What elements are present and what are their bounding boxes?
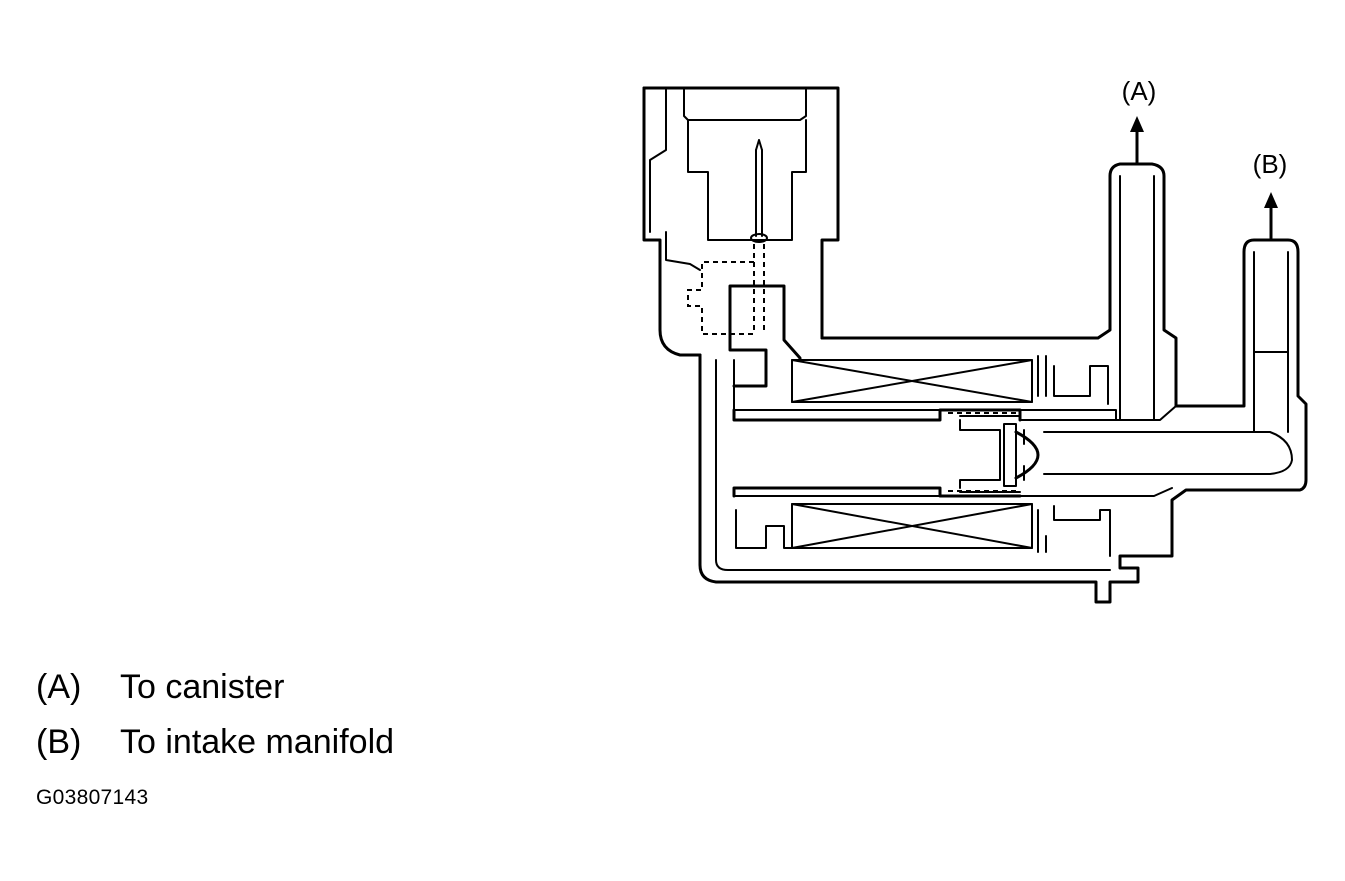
callout-a-label: (A) bbox=[1122, 76, 1157, 106]
legend-text-canister: To canister bbox=[120, 668, 285, 706]
upper-coil bbox=[733, 355, 1117, 421]
callout-b-label: (B) bbox=[1253, 149, 1288, 179]
valve-body-outline bbox=[698, 162, 1308, 604]
valve-seat bbox=[1003, 405, 1293, 497]
legend-item-canister: (A) To canister bbox=[36, 667, 284, 707]
legend-text-intake-manifold: To intake manifold bbox=[120, 723, 395, 761]
internal-lead-wire bbox=[687, 244, 765, 335]
arrow-to-intake-manifold bbox=[1264, 192, 1278, 240]
lower-coil bbox=[733, 495, 1111, 557]
canister-port bbox=[1119, 175, 1155, 421]
legend-key-b: (B) bbox=[36, 723, 82, 761]
arrow-to-canister bbox=[1130, 116, 1144, 166]
connector-housing bbox=[642, 86, 840, 357]
figure-id: G03807143 bbox=[36, 786, 149, 809]
terminal-block bbox=[728, 284, 802, 388]
legend-item-intake-manifold: (B) To intake manifold bbox=[36, 722, 394, 762]
terminal-pin bbox=[750, 139, 768, 243]
plunger bbox=[732, 408, 1022, 498]
intake-manifold-port bbox=[1253, 251, 1289, 433]
legend-key-a: (A) bbox=[36, 668, 82, 706]
